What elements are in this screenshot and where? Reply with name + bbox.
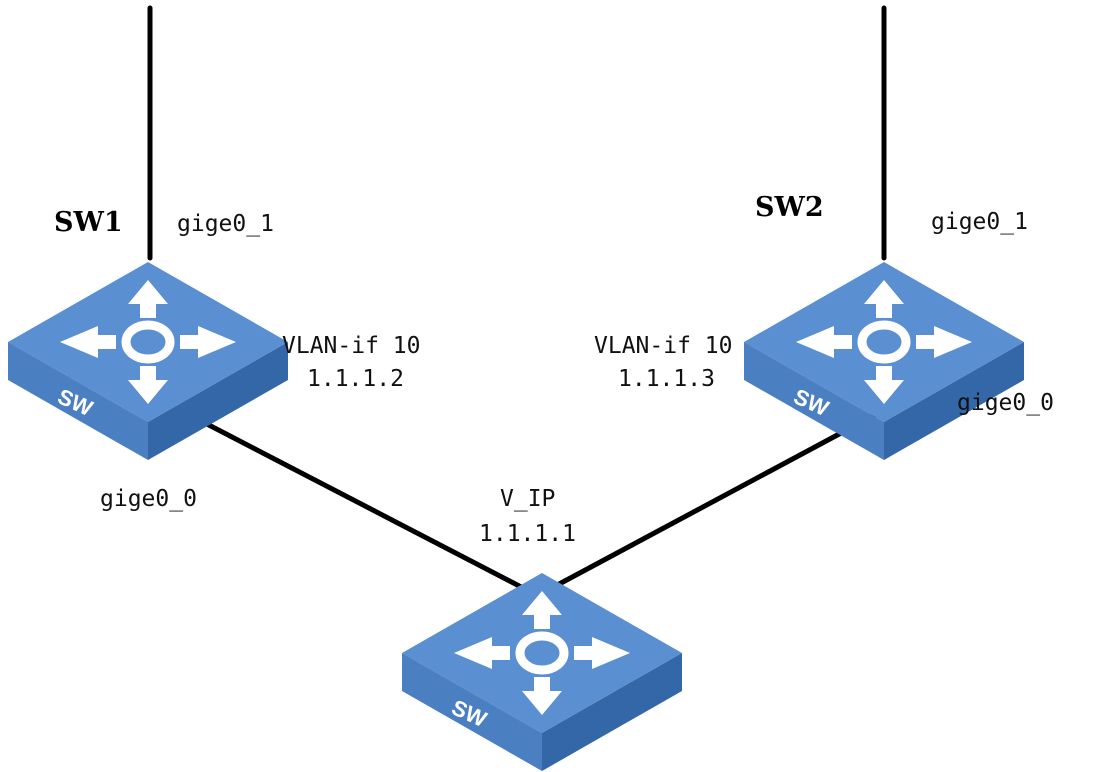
sw1-vlanif-label: VLAN-if 10 xyxy=(282,333,420,359)
sw2-name: SW2 xyxy=(755,192,824,223)
vip-name-label: V_IP xyxy=(500,486,555,512)
sw2-up-port-label: gige0_1 xyxy=(931,209,1028,235)
switch-sw1: SW xyxy=(8,262,288,460)
sw2-to-core-link xyxy=(545,407,887,593)
sw1-up-port-label: gige0_1 xyxy=(177,211,274,237)
sw2-down-port-label: gige0_0 xyxy=(957,390,1054,416)
sw1-ip-label: 1.1.1.2 xyxy=(307,366,404,392)
switch-sw2: SW xyxy=(744,262,1024,460)
sw2-vlanif-label: VLAN-if 10 xyxy=(594,333,732,359)
switch-core: SW xyxy=(402,573,682,771)
vip-address-label: 1.1.1.1 xyxy=(479,521,576,547)
sw2-ip-label: 1.1.1.3 xyxy=(618,366,715,392)
sw1-name: SW1 xyxy=(54,207,123,238)
sw1-to-core-link xyxy=(177,407,530,593)
sw1-down-port-label: gige0_0 xyxy=(100,486,197,512)
